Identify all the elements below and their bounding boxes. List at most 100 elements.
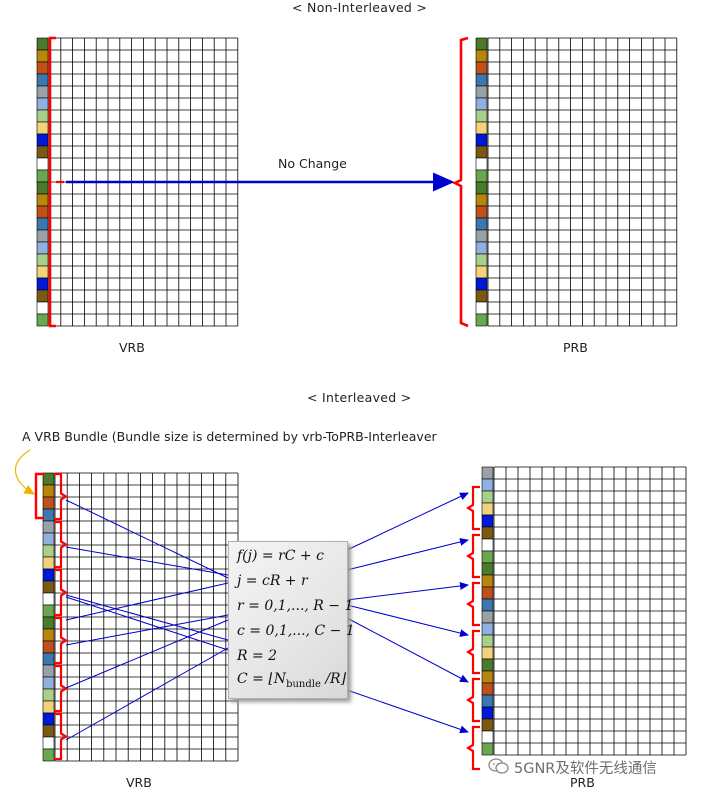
interleaver-formula-box: f(j) = rC + c j = cR + r r = 0,1,..., R … [228,541,355,699]
bottom-vrb-stack-block [42,616,55,630]
bottom-prb-stack-block [481,682,494,696]
bottom-prb-stack-block [481,550,494,564]
top-vrb-bracket [48,36,56,328]
bottom-prb-stack-block [481,478,494,492]
top-prb-stack-block [475,73,488,87]
bottom-vrb-stack-block [42,592,55,606]
top-prb-stack-block [475,49,488,63]
vrb-to-interleaver-line [65,499,229,579]
top-prb-stack-block [475,205,488,219]
formula-line-4: c = 0,1,..., C − 1 [237,623,355,639]
bottom-vrb-stack-block [42,712,55,726]
prb-label-bottom: PRB [570,775,595,790]
formula-line-6: C = ⌊Nbundle /R⌋ [237,671,347,690]
bottom-prb-grid [493,466,687,756]
bottom-vrb-stack-block [42,652,55,666]
top-prb-stack-block [475,241,488,255]
top-vrb-stack-block [36,133,49,147]
top-vrb-stack-block [36,277,49,291]
vrb-bundle-bracket [54,712,69,761]
formula-line-1: f(j) = rC + c [237,548,324,564]
top-vrb-stack-block [36,313,49,327]
top-vrb-stack-block [36,121,49,135]
watermark: 5GNR及软件无线通信 [514,761,657,777]
top-vrb-stack-block [36,253,49,267]
prb-bundle-bracket [465,677,480,723]
vrb-bundle-bracket [54,520,69,569]
bottom-vrb-stack-block [42,604,55,618]
top-prb-stack-block [475,277,488,291]
bottom-prb-stack-block [481,526,494,540]
bottom-vrb-stack-block [42,700,55,714]
bottom-vrb-stack-block [42,736,55,750]
prb-bundle-bracket [465,629,480,675]
top-vrb-stack-block [36,217,49,231]
vrb-bundle-bracket [54,568,69,617]
bottom-prb-stack-block [481,706,494,720]
vrb-label-bottom: VRB [126,775,152,790]
vrb-to-interleaver-line [65,546,229,576]
top-prb-stack-block [475,121,488,135]
bottom-prb-stack-block [481,586,494,600]
top-vrb-stack-block [36,229,49,243]
bottom-prb-stack-block [481,694,494,708]
bottom-vrb-stack-block [42,640,55,654]
bottom-prb-stack-block [481,658,494,672]
top-vrb-stack-block [36,109,49,123]
prb-bundle-bracket [465,725,480,771]
top-vrb-stack-block [36,37,49,51]
bottom-vrb-stack-block [42,556,55,570]
bottom-vrb-stack-block [42,580,55,594]
top-prb-stack-block [475,313,488,327]
top-prb-bracket [452,36,469,328]
bottom-prb-stack-block [481,514,494,528]
vrb-to-interleaver-line [65,594,229,641]
bottom-vrb-stack-block [42,484,55,498]
top-vrb-stack-block [36,265,49,279]
top-prb-stack-block [475,157,488,171]
top-vrb-stack-block [36,169,49,183]
bottom-vrb-grid [54,472,239,762]
bottom-prb-stack-block [481,490,494,504]
formula-line-5: R = 2 [237,648,278,664]
bottom-prb-stack-block [481,538,494,552]
top-prb-stack-block [475,109,488,123]
bottom-prb-stack-block [481,742,494,756]
bundle-left-bracket [34,472,44,520]
bottom-vrb-stack-block [42,544,55,558]
interleaver-to-prb-arrow [346,689,469,734]
interleaver-to-prb-arrow [346,582,469,601]
top-vrb-stack-block [36,193,49,207]
prb-label-top: PRB [563,340,588,355]
top-prb-stack-block [475,145,488,159]
bottom-prb-stack-block [481,610,494,624]
bottom-prb-stack-block [481,574,494,588]
top-prb-stack-block [475,61,488,75]
prb-bundle-bracket [465,533,480,579]
bottom-prb-stack-block [481,502,494,516]
bottom-prb-stack-block [481,718,494,732]
top-prb-grid [487,37,678,327]
interleaver-to-prb-arrow [346,604,469,637]
interleaver-to-prb-arrow [346,617,469,683]
top-prb-stack-block [475,253,488,267]
bottom-prb-stack-block [481,634,494,648]
bottom-vrb-stack-block [42,676,55,690]
formula-line-3: r = 0,1,..., R − 1 [237,598,354,614]
top-prb-stack-block [475,217,488,231]
top-vrb-stack-block [36,85,49,99]
bottom-prb-stack-block [481,562,494,576]
top-prb-stack-block [475,169,488,183]
top-prb-stack-block [475,181,488,195]
vrb-bundle-bracket [54,616,69,665]
bottom-vrb-stack-block [42,496,55,510]
interleaver-to-prb-arrow [346,538,469,571]
wechat-icon [488,758,509,774]
non-interleaved-title: < Non-Interleaved > [292,0,428,15]
top-vrb-stack-block [36,97,49,111]
bottom-vrb-stack-block [42,748,55,762]
bottom-prb-stack-block [481,730,494,744]
vrb-bundle-bracket [54,664,69,713]
bottom-vrb-stack-block [42,508,55,522]
